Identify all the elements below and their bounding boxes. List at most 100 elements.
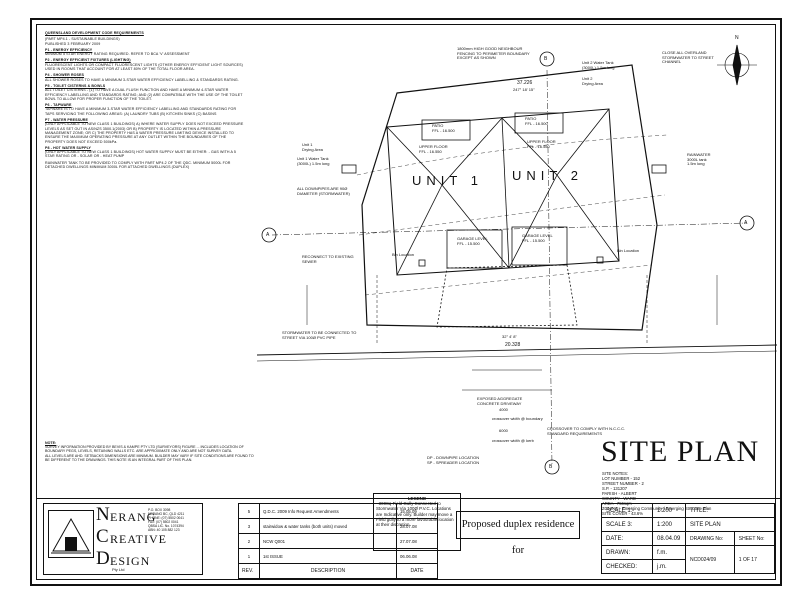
note-p1: MINIMUM 5 STAR ENERGY RATING REQUIRED. R… [45, 52, 190, 57]
dim-top: 37.226 [517, 80, 533, 86]
crossover-width-1: 4000 [499, 407, 508, 412]
bearing-top: 247° 18' 15" [513, 87, 535, 92]
patio-1-label: PATIO FFL - 16.500 [432, 123, 455, 133]
bin-location-1 [418, 259, 426, 267]
survey-notes: NOTE: SURVEY INFORMATION PROVIDED BY BEV… [45, 441, 255, 462]
section-a-right-label: A [744, 220, 748, 226]
note-p8-heading: P8 - HOT WATER SUPPLY [45, 145, 92, 150]
upper-floor-1: UPPER FLOOR FFL - 16.550 [419, 144, 448, 154]
crossover-note: CROSSOVER TO COMPLY WITH N.C.C.C. STANDA… [547, 426, 626, 436]
contour-3 [364, 264, 653, 296]
bearing-bottom: 32° 4' 8" [502, 334, 517, 339]
project-name: Proposed duplex residence for [456, 511, 580, 556]
note-p2-heading: P2 - ENERGY EFFICIENT FIXTURES (LIGHTING… [45, 58, 131, 63]
desc-cell: Q.D.C. 2009 Info Request Amendments [259, 503, 397, 519]
note-p2: FLUORESCENT LIGHTS OR COMPACT FLUORESCEN… [45, 62, 243, 72]
section-marker-b-bottom [544, 459, 560, 475]
logo-word-nerang: ERANG [110, 510, 157, 524]
note-p9: RAINWATER TANK TO BE PROVIDED TO COMPLY … [45, 160, 231, 170]
table-row: 3 stairwidow & water tanks (both units) … [238, 518, 438, 534]
rev-header: REV. [238, 563, 260, 579]
driveway [436, 264, 578, 328]
scale3-label: SCALE 3: [601, 517, 653, 532]
logo-word-design: ESIGN [110, 554, 151, 568]
contour-1 [356, 134, 668, 176]
notes-heading: QUEENSLAND DEVELOPMENT CODE REQUIREMENTS [45, 31, 144, 35]
rainwater-tank-label: RAINWATER 3000L tank 1.5m long [687, 152, 711, 167]
garage-level-2: GARAGE LEVEL FFL - 15.500 [522, 233, 553, 243]
date-cell: 15.05.09 [396, 503, 438, 519]
notes-sub: (PART MP4.1 - SUSTAINABLE BUILDINGS) [45, 37, 120, 42]
title-block: N ERANG C REATIVE D ESIGN Pty Ltd P.O. B… [37, 498, 781, 579]
logo-letter-d: D [96, 548, 110, 569]
logo-letter-n: N [96, 504, 110, 525]
patio-unit-2 [514, 112, 564, 134]
roof-ridge-1 [441, 184, 510, 269]
crossover-kerb-label: crossover width @ kerb [492, 438, 534, 443]
drawn-label: DRAWN: [601, 545, 653, 560]
logo-letter-c: C [96, 526, 109, 547]
section-b-bottom-label: B [549, 464, 553, 470]
note-p7: (ONLY APPLICABLE TO NEW CLASS 1 BUILDING… [45, 122, 244, 144]
stormwater-note: CLOSE ALL OVERLAND STORMWATER TO STREET … [662, 50, 714, 65]
company-contact: P.O. BOX 3098 NERANG BC, QLD 4211 PHONE:… [148, 508, 185, 532]
water-tank-unit-2 [651, 164, 667, 174]
table-row: SCALE 1: 1:200 TITLE: [601, 503, 775, 518]
sheet-border: QUEENSLAND DEVELOPMENT CODE REQUIREMENTS… [36, 24, 781, 580]
rev-cell: 5 [238, 503, 260, 519]
survey-notes-text-2: ALL LEVELS ARE AHD. SETBACKS DIMENSIONS … [45, 453, 254, 462]
water-tank-1-label: Unit 1 Water Tank (3000L) 1.5m long [297, 156, 330, 166]
unit-1-label: UNIT 1 [412, 173, 483, 188]
crossover-boundary-label: crossover width @ boundary [492, 416, 543, 421]
garage-unit-2 [511, 226, 568, 266]
date-value: 08.04.09 [652, 531, 686, 546]
date-header: DATE [396, 563, 438, 579]
fence-note: 1800mm HIGH GOOD NEIGHBOUR FENCING TO PE… [457, 46, 530, 61]
drawing-sheet: QUEENSLAND DEVELOPMENT CODE REQUIREMENTS… [30, 18, 782, 586]
upper-floor-2: UPPER FLOOR FFL - 16.550 [527, 139, 556, 149]
lot-boundary [361, 64, 658, 331]
table-row: 5 Q.D.C. 2009 Info Request Amendments 15… [238, 503, 438, 519]
survey-notes-heading: NOTE: [45, 441, 57, 445]
drawn-value: f.m. [652, 545, 686, 560]
stormwater-connect-left: STORMWATER TO BE CONNECTED TO STREET VIA… [282, 330, 357, 340]
water-tank-unit-1 [341, 164, 357, 174]
section-marker-a-right [739, 215, 755, 231]
section-line-b [546, 69, 553, 466]
date-label: DATE: [601, 531, 653, 546]
notes-published: PUBLISHED 3 FEBRUARY 2009 [45, 41, 101, 46]
bin-location-1-label: Bin Location [392, 252, 415, 257]
desc-header: DESCRIPTION [259, 563, 397, 579]
note-p6-heading: P6 - TAPWARE [45, 103, 72, 108]
logo-image-icon [48, 510, 94, 558]
table-row: DRAWN: f.m. NCD024/09 1 OF 17 [601, 545, 776, 574]
note-p6: TAPWARE IS TO HAVE A MINIMUM 3-STAR WATE… [45, 107, 237, 116]
sewer-note: RECONNECT TO EXISTING SEWER [302, 254, 354, 264]
dim-bottom: 20.328 [505, 342, 521, 348]
desc-cell: 1st ISSUE [259, 548, 397, 564]
company-logo: N ERANG C REATIVE D ESIGN Pty Ltd P.O. B… [43, 503, 203, 575]
bin-location-2-label: Bin Location [617, 248, 640, 253]
qdc-notes: QUEENSLAND DEVELOPMENT CODE REQUIREMENTS… [45, 31, 245, 171]
date-cell: 06.06.08 [396, 548, 438, 564]
patio-unit-1 [421, 119, 471, 141]
scale3-value: 1:200 [652, 517, 686, 532]
note-p1-heading: P1 - ENERGY EFFICIENCY [45, 47, 93, 52]
note-p4: ALL SHOWER ROSES TO HAVE A MINIMUM 3-STA… [45, 77, 239, 82]
section-marker-a-left [261, 227, 277, 243]
note-p7-heading: P7 - WATER PRESSURE [45, 118, 88, 123]
note-p8: (ONLY APPLICABLE TO NEW CLASS 1 BUILDING… [45, 150, 236, 159]
scale1-value: 1:200 [652, 503, 686, 518]
table-header-row: REV. DESCRIPTION DATE [238, 563, 438, 579]
survey-notes-text: SURVEY INFORMATION PROVIDED BY BEVIS & K… [45, 445, 244, 454]
roof-lines-unit-1b [396, 184, 443, 276]
site-plan-svg [256, 44, 778, 475]
section-a-left-label: A [266, 232, 270, 238]
crossover-width-2: 6000 [499, 428, 508, 433]
drawing-title: SITE PLAN [601, 435, 760, 468]
downpipes-note: ALL DOWNPIPES ARE 90Ø DIAMETER (STORMWAT… [297, 186, 350, 196]
drying-area-1: Unit 1 Drying Area [302, 142, 323, 152]
title-value: SITE PLAN [685, 517, 775, 532]
logo-pty: Pty Ltd [112, 567, 125, 572]
section-line-a [271, 222, 748, 236]
